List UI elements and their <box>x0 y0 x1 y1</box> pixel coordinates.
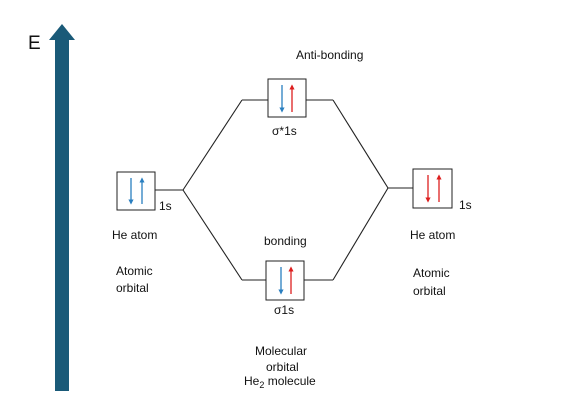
left-atomic-orbital-box <box>116 171 156 211</box>
left-atom-label: He atom <box>112 228 157 242</box>
left-type-line2: orbital <box>116 281 149 295</box>
left-type-line1: Atomic <box>116 264 153 278</box>
antibonding-orbital-label: σ*1s <box>272 124 297 138</box>
energy-arrow-icon <box>49 24 75 391</box>
orbital-connectors <box>155 99 413 281</box>
antibonding-title: Anti-bonding <box>296 48 363 62</box>
bonding-orbital-label: σ1s <box>274 303 294 317</box>
molecule-line1: Molecular <box>255 344 307 358</box>
left-orbital-label: 1s <box>159 199 172 213</box>
antibonding-orbital-box <box>267 78 307 118</box>
right-orbital-label: 1s <box>459 198 472 212</box>
right-atomic-orbital-box <box>412 168 453 209</box>
bonding-orbital-box <box>265 260 305 301</box>
molecule-line2: orbital <box>266 360 299 374</box>
right-atom-label: He atom <box>410 228 455 242</box>
right-type-line2: orbital <box>413 284 446 298</box>
bonding-title: bonding <box>264 234 307 248</box>
energy-axis-label: E <box>28 33 41 54</box>
molecule-formula: He2 molecule <box>244 374 316 390</box>
right-type-line1: Atomic <box>413 266 450 280</box>
